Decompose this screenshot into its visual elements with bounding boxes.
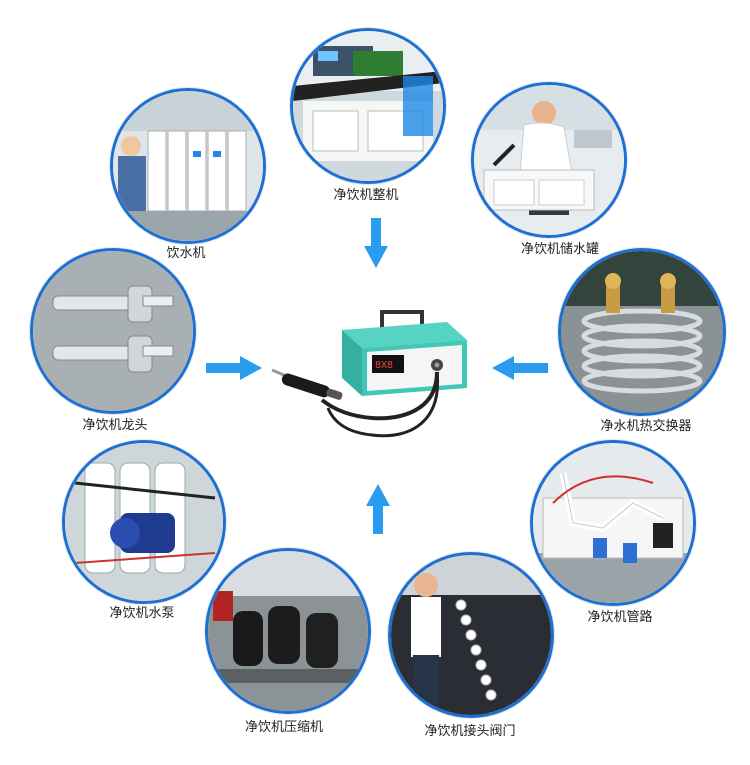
photo-whole-machine bbox=[290, 28, 446, 184]
ultrasonic-welder-device: 8X8 bbox=[262, 300, 482, 450]
label-whole-machine: 净饮机整机 bbox=[333, 188, 399, 203]
arrow-down-icon bbox=[364, 218, 388, 268]
photo-connector-valve bbox=[388, 552, 554, 718]
photo-faucet bbox=[30, 248, 196, 414]
photo-water-dispenser bbox=[110, 88, 266, 244]
label-water-dispenser: 饮水机 bbox=[166, 246, 206, 261]
label-heat-exchanger: 净水机热交换器 bbox=[600, 419, 692, 434]
label-faucet: 净饮机龙头 bbox=[82, 418, 148, 433]
label-connector-valve: 净饮机接头阀门 bbox=[424, 724, 516, 739]
label-compressor: 净饮机压缩机 bbox=[244, 720, 324, 735]
arrow-right-icon bbox=[206, 356, 262, 380]
label-water-tank: 净饮机储水罐 bbox=[520, 242, 600, 257]
device-display: 8X8 bbox=[375, 360, 393, 371]
arrow-up-icon bbox=[366, 484, 390, 534]
label-water-pump: 净饮机水泵 bbox=[109, 606, 175, 621]
photo-pipeline bbox=[530, 440, 696, 606]
arrow-left-icon bbox=[492, 356, 548, 380]
photo-heat-exchanger bbox=[558, 248, 726, 416]
photo-compressor bbox=[205, 548, 371, 714]
photo-water-pump bbox=[62, 440, 226, 604]
photo-water-tank bbox=[471, 82, 627, 238]
label-pipeline: 净饮机管路 bbox=[587, 610, 653, 625]
